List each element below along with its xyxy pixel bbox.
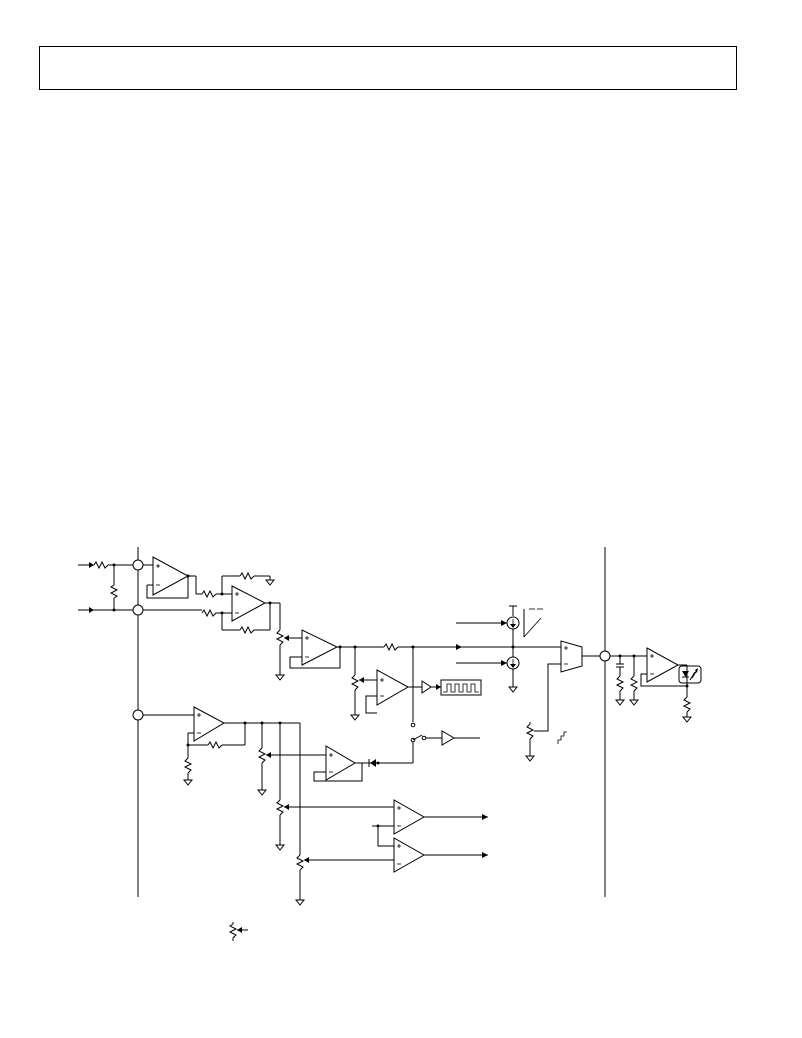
- peak-detector-amp: [313, 742, 414, 782]
- output-filter: [610, 654, 647, 706]
- input-pin-1: [132, 559, 144, 571]
- led-driver-amp: [640, 647, 693, 723]
- input-terminal-1: [78, 560, 133, 570]
- input-pin-3: [132, 709, 144, 721]
- comparator-amp: [365, 647, 482, 722]
- input-divider-resistor: [109, 565, 119, 610]
- alarm-potentiometer-2: [294, 723, 394, 906]
- offset-potentiometer: [524, 722, 567, 762]
- waveform-box: [440, 679, 482, 696]
- gain-potentiometer: [274, 629, 302, 681]
- input-terminal-2: [78, 607, 133, 613]
- threshold-potentiometer: [349, 647, 377, 721]
- input-buffer-amp: [143, 556, 232, 599]
- difference-amp: [143, 571, 281, 635]
- legend-potentiometer-icon: [228, 922, 248, 941]
- gain-amp: [289, 629, 513, 669]
- output-mux: [513, 640, 600, 732]
- alarm-potentiometer-1: [274, 723, 394, 851]
- third-input-amp: [143, 706, 300, 786]
- output-pin: [599, 650, 611, 662]
- led-optocoupler-icon: [678, 665, 702, 684]
- input-pin-2: [132, 604, 144, 616]
- alarm-comparator-2: [377, 826, 488, 873]
- page-header-frame: [39, 46, 737, 90]
- mode-switch: [410, 722, 480, 746]
- peak-potentiometer: [256, 723, 326, 796]
- sink-current-source: [456, 647, 520, 693]
- alarm-comparator-1: [372, 799, 488, 835]
- ramp-current-source: [456, 605, 543, 649]
